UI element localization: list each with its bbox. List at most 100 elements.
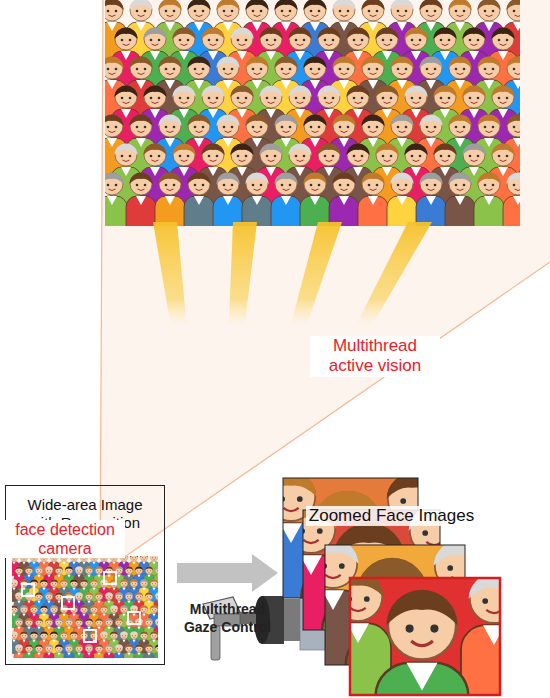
illustration-part xyxy=(104,572,116,584)
illustration-part xyxy=(155,566,158,570)
illustration-part xyxy=(95,593,102,600)
illustration-part xyxy=(115,566,123,570)
illustration-part xyxy=(117,574,120,577)
illustration-part xyxy=(484,184,487,187)
illustration-part xyxy=(416,173,446,227)
illustration-part xyxy=(145,592,153,596)
illustration-part xyxy=(405,126,408,129)
illustration-part xyxy=(457,15,464,17)
illustration-part xyxy=(165,22,175,31)
illustration-part xyxy=(132,583,134,585)
illustration-part xyxy=(463,184,466,187)
illustration-part xyxy=(500,44,507,46)
illustration-part xyxy=(50,605,58,609)
illustration-part xyxy=(202,144,225,156)
illustration-part xyxy=(165,138,175,147)
illustration-part xyxy=(457,131,464,133)
illustration-part xyxy=(65,618,73,622)
illustration-part xyxy=(165,196,175,205)
illustration-part xyxy=(246,0,268,21)
illustration-part xyxy=(281,196,291,205)
illustration-part xyxy=(122,635,124,637)
illustration-part xyxy=(434,68,437,71)
illustration-part xyxy=(32,609,34,611)
illustration-part xyxy=(68,650,70,652)
illustration-part xyxy=(158,97,161,100)
illustration-part xyxy=(65,566,73,570)
illustration-part xyxy=(20,632,27,639)
illustration-part xyxy=(125,619,132,626)
illustration-part xyxy=(12,605,18,609)
illustration-part xyxy=(49,648,51,650)
illustration-part xyxy=(87,652,90,655)
illustration-part xyxy=(507,0,521,10)
illustration-part xyxy=(44,652,54,658)
illustration-part xyxy=(208,39,211,42)
illustration-part xyxy=(100,631,108,635)
illustration-part xyxy=(362,173,385,185)
illustration-part xyxy=(28,624,30,626)
illustration-part xyxy=(102,613,105,616)
gaze-beams xyxy=(153,222,432,325)
illustration-part xyxy=(428,189,435,191)
illustration-part xyxy=(117,600,120,603)
illustration-part xyxy=(129,605,139,627)
illustration-part xyxy=(477,155,480,158)
illustration-part xyxy=(397,68,400,71)
illustration-part xyxy=(35,644,43,648)
illustration-part xyxy=(59,596,61,598)
illustration-part xyxy=(35,592,43,596)
illustration-part xyxy=(419,39,422,42)
illustration-part xyxy=(115,645,122,652)
illustration-part xyxy=(455,138,465,147)
illustration-part xyxy=(37,600,40,603)
illustration-part xyxy=(55,645,62,652)
illustration-part xyxy=(115,68,118,71)
illustration-part xyxy=(281,184,284,187)
illustration-part xyxy=(405,68,408,71)
illustration-part xyxy=(94,609,96,611)
illustration-part xyxy=(455,10,458,13)
illustration-part xyxy=(350,578,500,695)
illustration-part xyxy=(252,68,255,71)
illustration-part xyxy=(422,530,428,536)
illustration-part xyxy=(173,86,195,108)
zoomed-face-stack xyxy=(258,472,527,698)
illustration-part xyxy=(310,80,320,89)
illustration-part xyxy=(159,0,181,21)
illustration-part xyxy=(127,652,130,655)
illustration-part xyxy=(130,115,153,127)
illustration-part xyxy=(89,570,91,572)
illustration-part xyxy=(362,57,384,79)
illustration-part xyxy=(434,86,457,98)
illustration-part xyxy=(43,585,45,587)
illustration-part xyxy=(194,126,197,129)
illustration-part xyxy=(55,618,63,622)
illustration-part xyxy=(157,652,158,655)
illustration-part xyxy=(478,173,501,185)
illustration-part xyxy=(310,196,320,205)
illustration-part xyxy=(102,635,104,637)
illustration-part xyxy=(434,545,465,566)
illustration-part xyxy=(152,587,155,590)
illustration-part xyxy=(246,57,269,69)
illustration-part xyxy=(237,155,240,158)
illustration-part xyxy=(310,22,320,31)
illustration-part xyxy=(194,80,204,89)
illustration-part xyxy=(463,144,485,166)
illustration-part xyxy=(333,57,356,69)
illustration-part xyxy=(376,10,379,13)
illustration-part xyxy=(107,184,110,187)
illustration-part xyxy=(339,184,342,187)
illustration-part xyxy=(194,184,197,187)
illustration-part xyxy=(188,57,211,69)
illustration-part xyxy=(132,635,134,637)
illustration-part xyxy=(73,585,75,587)
illustration-part xyxy=(252,138,262,147)
illustration-part xyxy=(325,545,465,665)
illustration-part xyxy=(150,51,160,60)
illustration-part xyxy=(144,635,146,637)
illustration-part xyxy=(97,596,99,598)
illustration-part xyxy=(18,624,20,626)
illustration-part xyxy=(48,650,50,652)
